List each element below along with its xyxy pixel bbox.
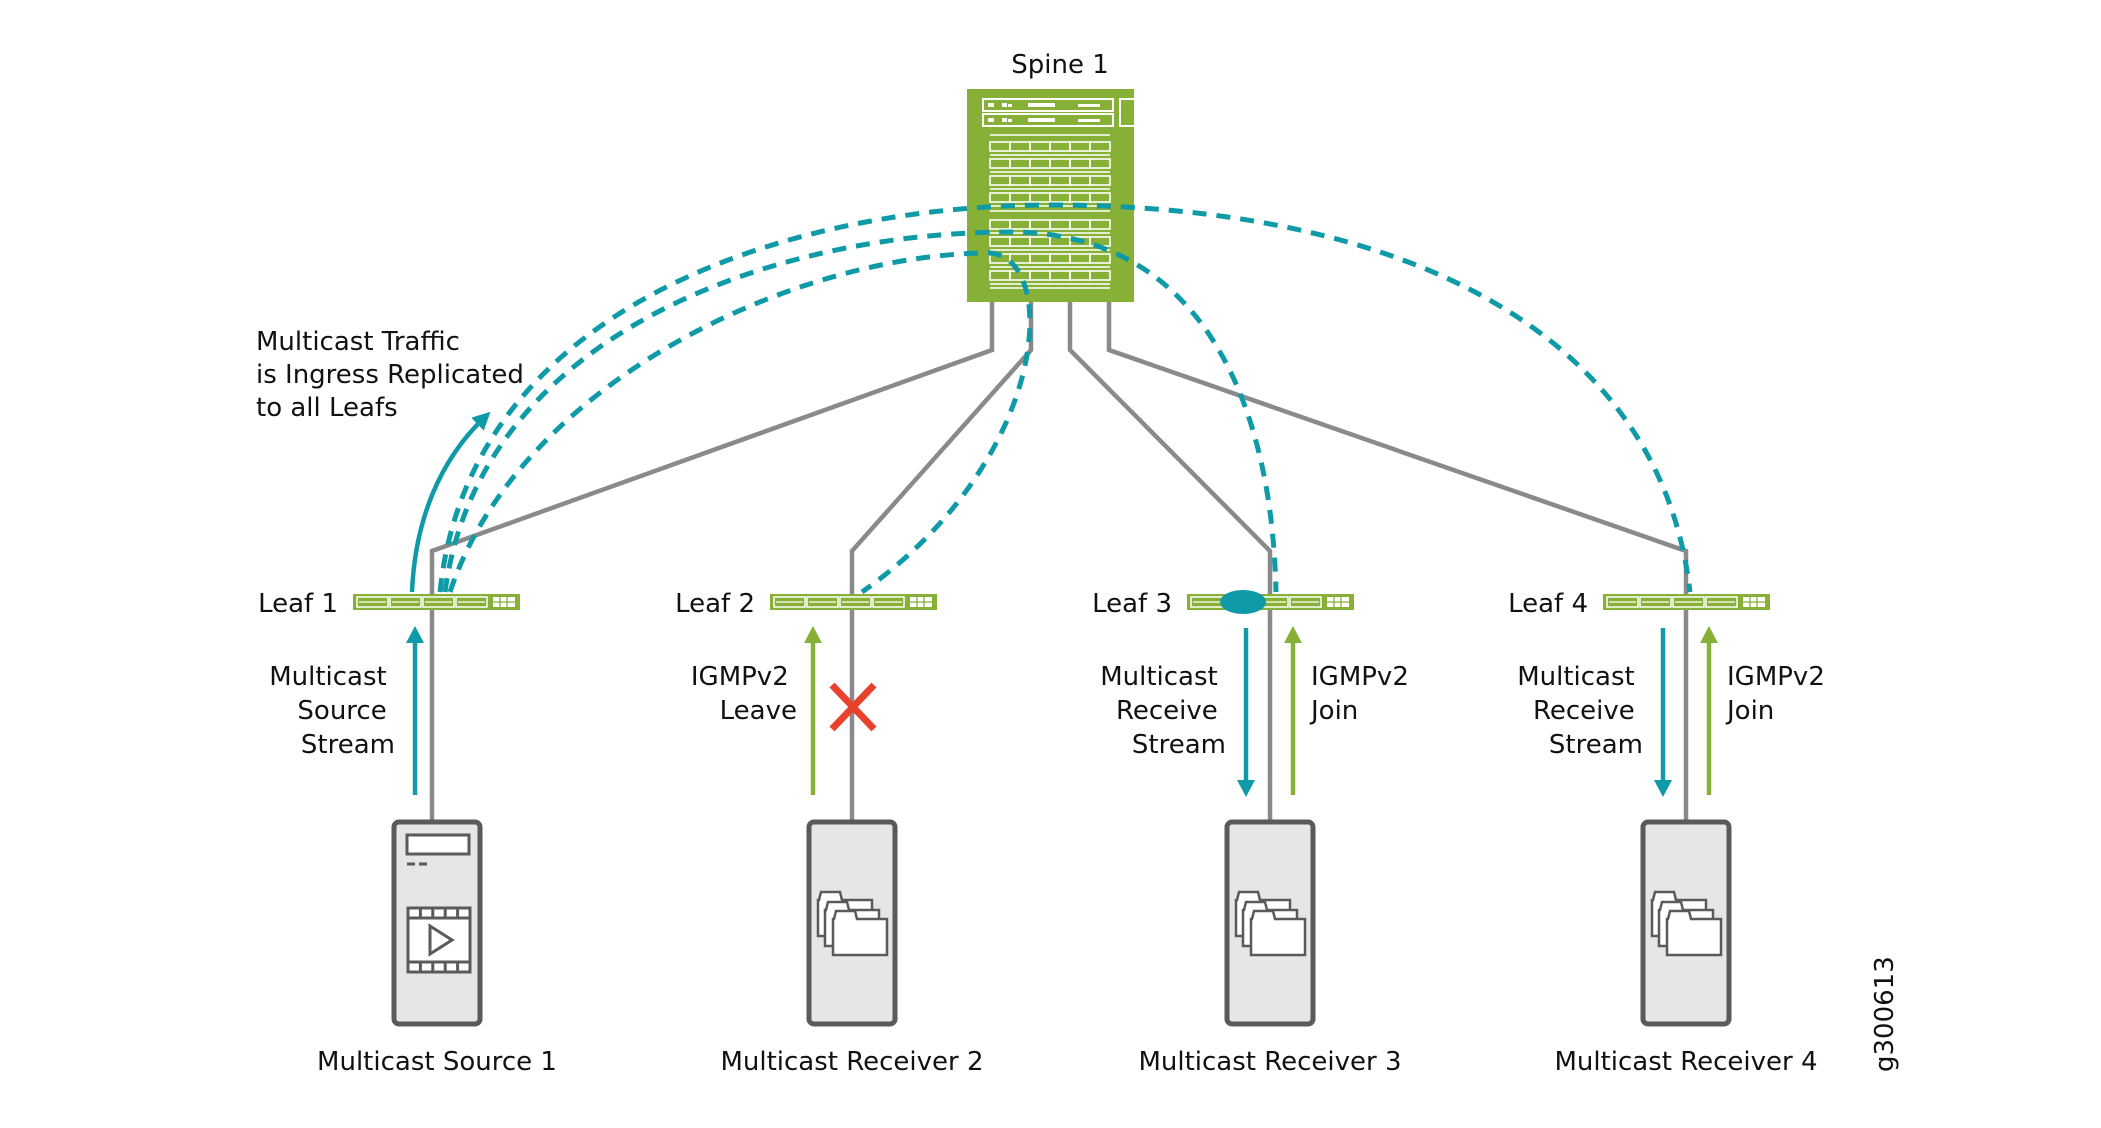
receive-stream-label-leaf3: Multicast Receive Stream	[1100, 662, 1226, 760]
spine-label: Spine 1	[1011, 50, 1109, 80]
leaf3-multicast-state-marker	[1220, 590, 1266, 614]
host-label: Multicast Receiver 4	[1554, 1047, 1817, 1077]
folders-icon	[1650, 890, 1723, 957]
flow-arrows	[406, 626, 1718, 797]
multicast-receiver-server-3[interactable]	[1224, 819, 1316, 1027]
link-spine-leaf4	[1106, 302, 1689, 594]
receive-stream-label-leaf4: Multicast Receive Stream	[1517, 662, 1643, 760]
source-stream-arrowhead	[406, 626, 424, 643]
host-label: Multicast Receiver 3	[1138, 1047, 1401, 1077]
join-label-leaf3: IGMPv2 Join	[1309, 662, 1417, 726]
blocked-x-icon	[829, 682, 877, 732]
leaf-switch-1[interactable]	[353, 594, 520, 610]
multicast-receiver-server-2[interactable]	[806, 819, 898, 1027]
replication-annotation: Multicast Traffic is Ingress Replicated …	[256, 327, 532, 423]
receive-stream-arrowhead-leaf4	[1654, 780, 1672, 797]
annotation-line-2: is Ingress Replicated	[256, 360, 524, 390]
join-arrowhead-leaf3	[1284, 626, 1302, 643]
arc-to-leaf3	[442, 229, 1279, 593]
source-stream-label: Multicast Source Stream	[269, 662, 395, 760]
leaf-switch-4[interactable]	[1603, 594, 1770, 610]
receive-stream-arrowhead-leaf3	[1237, 780, 1255, 797]
folders-icon	[816, 890, 889, 957]
ingress-replication-arcs	[437, 202, 1693, 595]
multicast-ingress-arrow	[409, 411, 491, 593]
host-label: Multicast Source 1	[317, 1047, 557, 1077]
leaf-switch-3[interactable]	[1187, 594, 1354, 610]
link-spine-leaf2	[849, 302, 1034, 594]
join-label-leaf4: IGMPv2 Join	[1725, 662, 1833, 726]
join-arrowhead-leaf4	[1700, 626, 1718, 643]
leaf-label: Leaf 2	[675, 589, 755, 619]
leaf-switch-2[interactable]	[770, 594, 937, 610]
link-spine-leaf1	[429, 302, 995, 594]
leaf-label: Leaf 3	[1092, 589, 1172, 619]
host-label: Multicast Receiver 2	[720, 1047, 983, 1077]
folders-icon	[1234, 890, 1307, 957]
multicast-receiver-server-4[interactable]	[1640, 819, 1732, 1027]
annotation-line-3: to all Leafs	[256, 393, 398, 423]
spine-switch[interactable]	[967, 89, 1134, 302]
arc-to-leaf4	[437, 202, 1693, 593]
link-spine-leaf3	[1067, 302, 1273, 594]
video-play-icon	[405, 833, 472, 974]
leave-arrowhead	[804, 626, 822, 643]
leaf-label: Leaf 4	[1508, 589, 1588, 619]
multicast-source-server[interactable]	[391, 819, 483, 1027]
figure-id: g300613	[1870, 956, 1900, 1072]
annotation-line-1: Multicast Traffic	[256, 327, 460, 357]
leave-label: IGMPv2 Leave	[691, 662, 797, 726]
leaf-label: Leaf 1	[258, 589, 338, 619]
arc-to-leaf2	[447, 250, 1033, 595]
